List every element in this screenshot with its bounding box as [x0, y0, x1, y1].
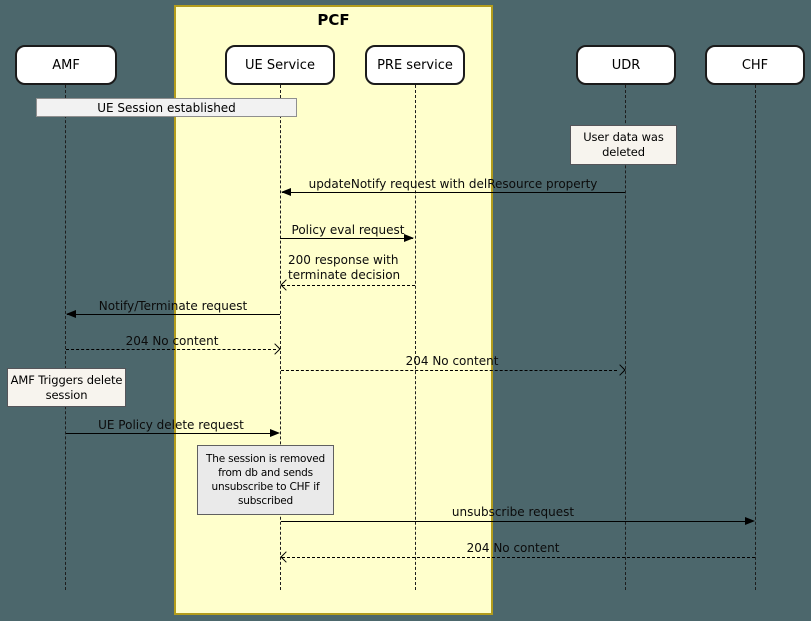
- message-200-response-label: 200 response with terminate decision: [288, 253, 401, 282]
- message-unsubscribe-line: [281, 521, 745, 522]
- arrowhead-right-icon: [404, 234, 414, 242]
- message-ue-policy-delete-line: [66, 433, 271, 434]
- message-policy-eval-line: [280, 238, 413, 239]
- lifeline-amf: [65, 85, 66, 590]
- note-amf-triggers-delete-text: AMF Triggers delete session: [10, 372, 123, 402]
- arrowhead-left-icon: [66, 310, 76, 318]
- open-arrowhead-right-icon: [614, 364, 626, 376]
- pcf-frame-title: PCF: [317, 11, 350, 29]
- message-204-chf-label: 204 No content: [466, 541, 560, 555]
- participant-amf-label: AMF: [52, 57, 80, 73]
- note-ue-session-established-text: UE Session established: [97, 100, 236, 115]
- participant-ue-service: UE Service: [225, 45, 335, 85]
- arrowhead-right-icon: [270, 429, 280, 437]
- note-session-removed-text: The session is removed from db and sends…: [206, 453, 325, 507]
- lifeline-ue-service: [280, 85, 281, 590]
- message-notify-terminate-line: [67, 314, 280, 315]
- participant-ue-service-label: UE Service: [245, 57, 315, 73]
- message-204-udr-label: 204 No content: [405, 354, 499, 368]
- message-200-response-line: [282, 285, 415, 286]
- lifeline-chf: [755, 85, 756, 590]
- message-notify-terminate-label: Notify/Terminate request: [98, 299, 248, 313]
- note-amf-triggers-delete: AMF Triggers delete session: [7, 368, 126, 407]
- participant-chf-label: CHF: [741, 57, 769, 73]
- note-session-removed: The session is removed from db and sends…: [197, 445, 334, 515]
- note-ue-session-established: UE Session established: [36, 98, 297, 117]
- participant-chf: CHF: [705, 45, 805, 85]
- participant-pre-service-label: PRE service: [377, 57, 453, 73]
- message-204-udr-line: [281, 370, 617, 371]
- message-204-chf-line: [282, 557, 755, 558]
- message-updatenotify-line: [282, 192, 625, 193]
- participant-udr: UDR: [576, 45, 676, 85]
- note-user-data-deleted: User data was deleted: [570, 125, 677, 165]
- lifeline-pre-service: [415, 85, 416, 590]
- participant-pre-service: PRE service: [365, 45, 465, 85]
- note-user-data-deleted-text: User data was deleted: [583, 130, 664, 159]
- message-ue-policy-delete-label: UE Policy delete request: [98, 418, 244, 432]
- arrowhead-right-icon: [745, 517, 755, 525]
- message-204-amf-label: 204 No content: [125, 334, 219, 348]
- lifeline-udr: [625, 85, 626, 590]
- message-unsubscribe-label: unsubscribe request: [451, 505, 575, 519]
- message-policy-eval-label: Policy eval request: [291, 223, 405, 237]
- participant-udr-label: UDR: [611, 57, 641, 73]
- arrowhead-left-icon: [281, 188, 291, 196]
- message-204-amf-line: [66, 349, 276, 350]
- participant-amf: AMF: [15, 45, 117, 85]
- message-updatenotify-label: updateNotify request with delResource pr…: [308, 177, 598, 191]
